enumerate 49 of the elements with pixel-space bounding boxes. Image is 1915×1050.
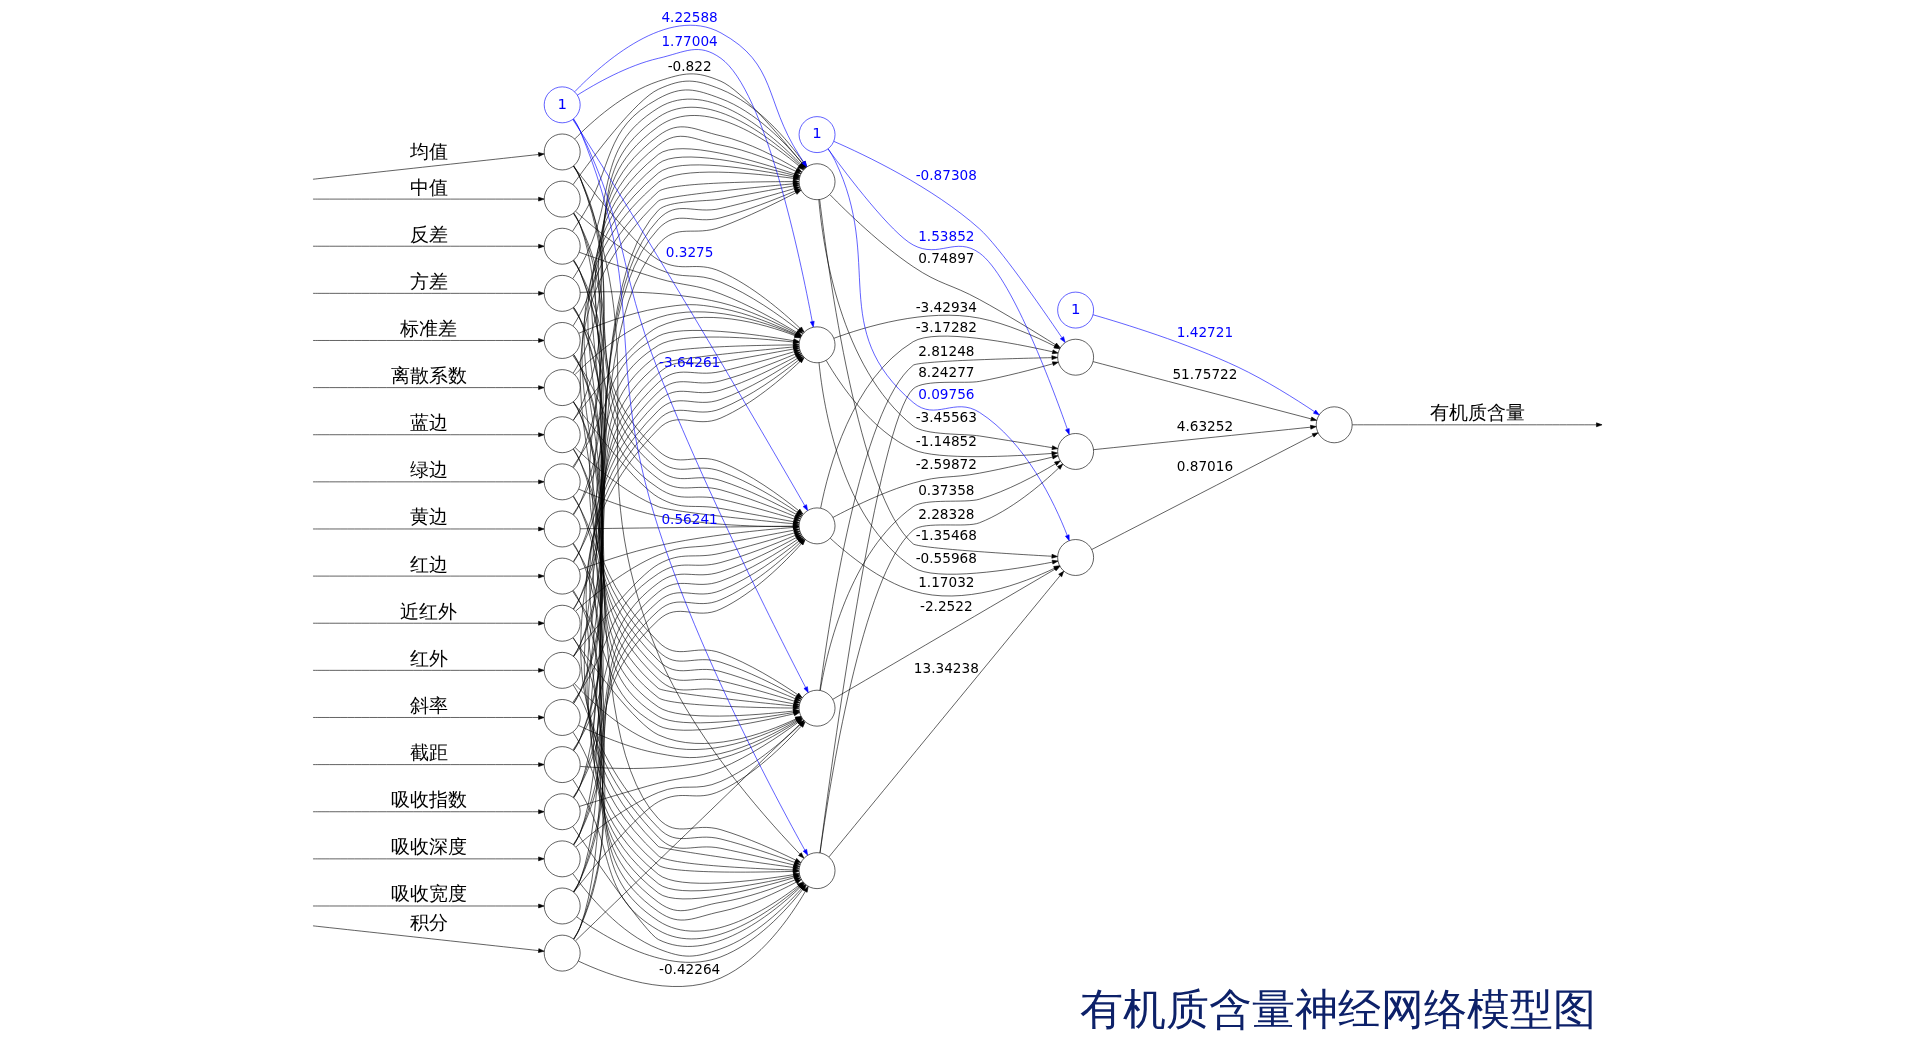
edge-label: 1.42721 xyxy=(1176,323,1234,340)
edge-label: 1.53852 xyxy=(918,228,975,245)
edge-label: -3.42934 xyxy=(915,298,977,315)
edge-label: 1.77004 xyxy=(661,32,718,49)
edge-label: 2.81248 xyxy=(918,343,975,360)
edge-label: 中值 xyxy=(409,176,448,198)
edge-label: 0.56241 xyxy=(661,510,718,527)
edge-label: 吸收宽度 xyxy=(390,883,467,905)
edge-label: 4.63252 xyxy=(1176,417,1234,434)
edge-label: -1.35468 xyxy=(915,526,977,543)
edge-label: 均值 xyxy=(409,141,448,163)
edge-label: 吸收深度 xyxy=(390,836,467,858)
edge-label: 标准差 xyxy=(400,317,458,339)
edge-label: -3.45563 xyxy=(915,409,977,426)
edge-label: -3.17282 xyxy=(915,319,977,336)
edge-label: -3.64261 xyxy=(658,353,721,370)
edge-label: 8.24277 xyxy=(918,364,975,381)
edge-label: 红边 xyxy=(409,553,448,575)
edge-label: 51.75722 xyxy=(1172,366,1238,383)
edge-label: 积分 xyxy=(409,911,448,933)
edge-label: -0.822 xyxy=(667,57,712,74)
edge-label: 0.09756 xyxy=(918,385,975,402)
edge-label: 2.28328 xyxy=(918,505,975,522)
diagram-title: 有机质含量神经网络模型图 xyxy=(1079,983,1596,1034)
edge-label: 蓝边 xyxy=(409,412,448,434)
edge-label: -2.59872 xyxy=(915,456,977,473)
edge-label: 黄边 xyxy=(409,506,448,528)
edge-label: 1.17032 xyxy=(918,574,975,591)
edge-label: 0.3275 xyxy=(665,243,714,260)
edge-label: 0.37358 xyxy=(918,482,975,499)
edge-label: 有机质含量 xyxy=(1429,402,1525,424)
edge-label: 截距 xyxy=(409,742,448,764)
edge-label: 离散系数 xyxy=(390,365,467,387)
edge-label: -2.2522 xyxy=(920,597,973,614)
edge-label: 红外 xyxy=(409,647,448,669)
edge-label: 近红外 xyxy=(400,600,458,622)
edge-label: -0.55968 xyxy=(915,550,977,567)
edge-label: 反差 xyxy=(409,223,448,245)
edge-label: 4.22588 xyxy=(661,8,718,25)
edge-label: -1.14852 xyxy=(915,432,977,449)
edge-label: 0.74897 xyxy=(918,249,975,266)
edge-label: 0.87016 xyxy=(1176,458,1234,475)
edge-label: 斜率 xyxy=(409,694,448,716)
edge-label: -0.87308 xyxy=(915,167,977,184)
edge-label: 13.34238 xyxy=(913,659,979,676)
edge-label: -0.42264 xyxy=(658,960,721,977)
edge-label: 方差 xyxy=(409,270,448,292)
edge-label: 绿边 xyxy=(409,459,448,481)
edge-label: 吸收指数 xyxy=(390,789,467,811)
